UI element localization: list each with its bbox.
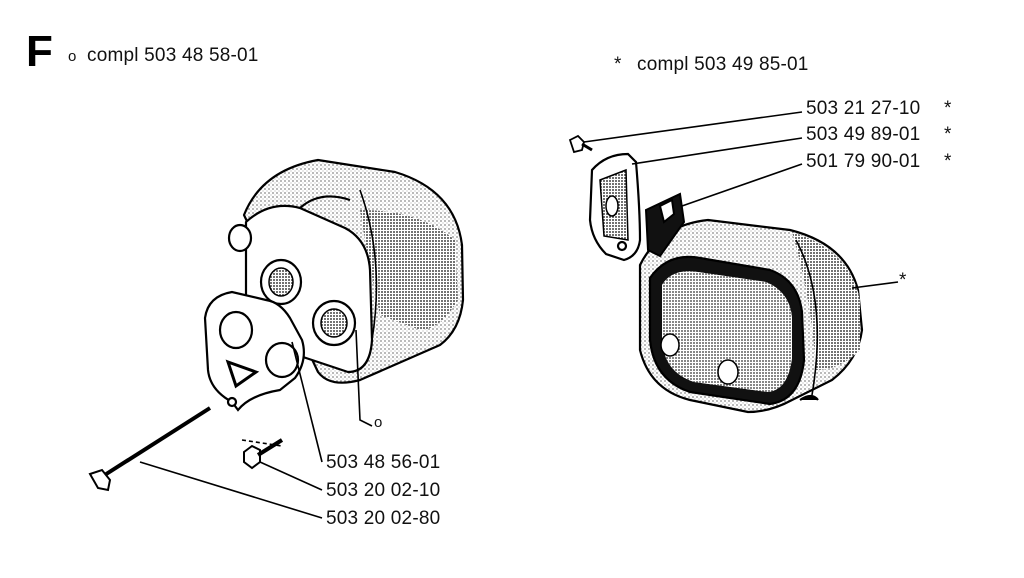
left-long-bolt (88, 406, 215, 492)
left-gasket (203, 290, 305, 412)
right-callout-mark: * (899, 270, 907, 291)
left-kit-mark: o (68, 48, 77, 65)
right-part-number-2: 503 49 89-01 (806, 124, 921, 145)
right-part-number-3: 501 79 90-01 (806, 151, 921, 172)
left-part-number-1: 503 48 56-01 (326, 452, 441, 473)
right-kit-mark: * (614, 54, 622, 75)
left-callout-mark: o (374, 414, 383, 431)
section-letter: F (26, 27, 53, 76)
left-short-screw (243, 438, 284, 470)
right-leaders (583, 111, 899, 289)
left-part-number-3: 503 20 02-80 (326, 508, 441, 529)
right-part-mark-3: * (944, 151, 952, 172)
left-kit-label: compl 503 48 58-01 (87, 45, 259, 66)
right-part-number-1: 503 21 27-10 (806, 98, 921, 119)
right-part-mark-1: * (944, 98, 952, 119)
right-screw (568, 134, 593, 154)
left-leaders (139, 329, 373, 519)
right-muffler (638, 218, 864, 414)
right-part-mark-2: * (944, 124, 952, 145)
right-kit-label: compl 503 49 85-01 (637, 54, 809, 75)
left-part-number-2: 503 20 02-10 (326, 480, 441, 501)
right-plate (588, 152, 642, 262)
right-gasket (644, 192, 686, 258)
